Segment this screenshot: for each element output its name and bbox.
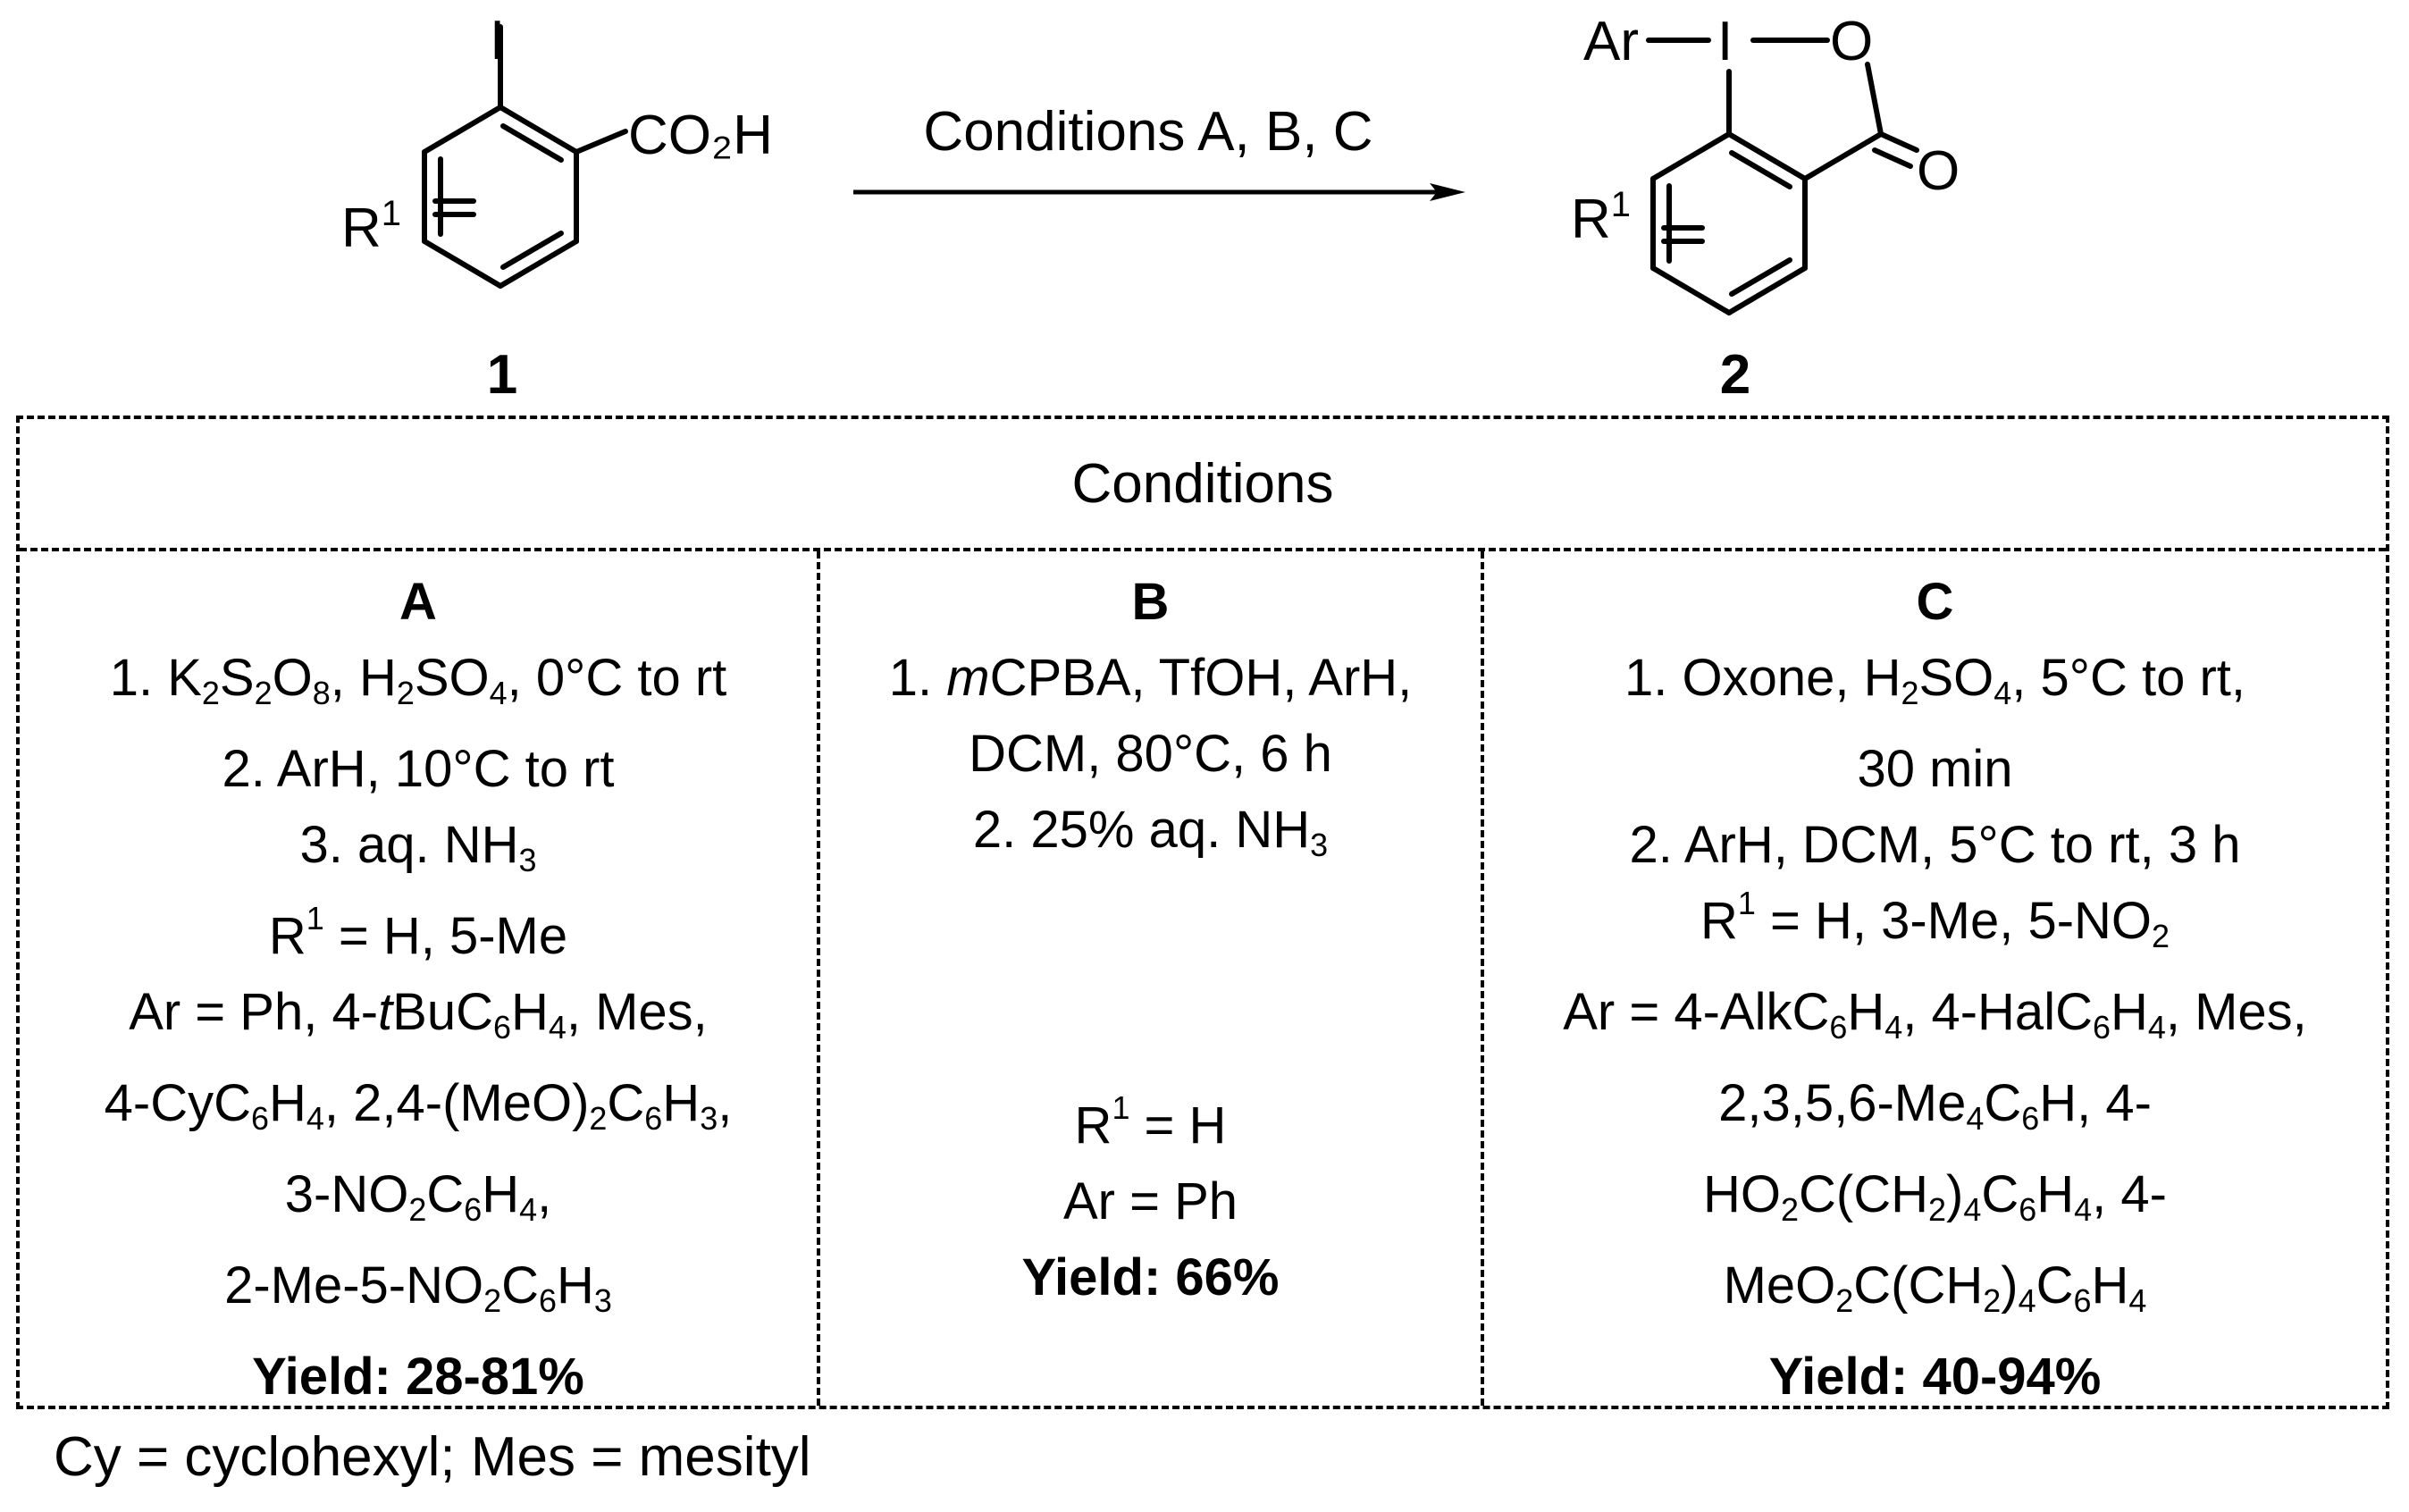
condition-line: R1 = H, 5-Me [268, 900, 568, 966]
condition-line: 2. 25% aq. NH3 [972, 801, 1329, 864]
condition-line: HO2C(CH2)4C6H4, 4- [1703, 1165, 2167, 1229]
condition-line: R1 = H [1074, 1089, 1227, 1155]
reactant-structure [422, 24, 628, 289]
conditions-column-b: B 1. mCPBA, TfOH, ArH, DCM, 80°C, 6 h 2. 2… [820, 551, 1484, 1406]
arrow-conditions-label: Conditions A, B, C [923, 101, 1372, 163]
conditions-table: Conditions A 1. K2S2O8, H2SO4, 0°C to rt… [16, 416, 2389, 1409]
condition-line: 30 min [1857, 740, 2013, 799]
condition-line: MeO2C(CH2)4C6H4 [1723, 1256, 2147, 1320]
condition-line: R1 = H, 3-Me, 5-NO2 [1700, 885, 2170, 955]
product-iodo-label: I [1717, 11, 1733, 72]
column-a-yield: Yield: 28-81% [252, 1348, 584, 1407]
column-c-yield: Yield: 40-94% [1768, 1348, 2102, 1407]
column-b-lines: 1. mCPBA, TfOH, ArH, DCM, 80°C, 6 h 2. 25%… [820, 640, 1481, 883]
condition-line: Ar = 4-AlkC6H4, 4-HalC6H4, Mes, [1563, 983, 2307, 1046]
column-a-title: A [399, 573, 437, 631]
condition-line: 1. mCPBA, TfOH, ArH, [888, 649, 1413, 707]
reactant-iodo-label: I [490, 10, 505, 71]
product-number: 2 [1720, 344, 1750, 406]
condition-line: 1. K2S2O8, H2SO4, 0°C to rt [109, 649, 727, 712]
condition-line: 3-NO2C6H4, [284, 1165, 552, 1229]
reaction-scheme: I CO₂H R1 1 Conditions A, B, C Ar I O O … [341, 10, 1960, 406]
footnote: Cy = cyclohexyl; Mes = mesityl [54, 1426, 811, 1488]
reactant-acid-label: CO₂H [628, 105, 773, 166]
column-c-lines: 1. Oxone, H2SO4, 5°C to rt, 30 min 2. ArH,… [1484, 640, 2386, 1339]
condition-line: DCM, 80°C, 6 h [969, 725, 1332, 783]
reactant-substituent-label: R1 [341, 194, 401, 259]
conditions-header: Conditions [20, 419, 2386, 551]
condition-line: 1. Oxone, H2SO4, 5°C to rt, [1624, 649, 2245, 712]
condition-line: 3. aq. NH3 [299, 816, 537, 879]
column-c-title: C [1916, 573, 1954, 631]
condition-line: 4-CyC6H4, 2,4-(MeO)2C6H3, [104, 1074, 733, 1138]
reaction-arrow [853, 183, 1465, 201]
product-substituent-label: R1 [1571, 185, 1631, 250]
product-structure [1646, 38, 1919, 315]
condition-line: 2. ArH, DCM, 5°C to rt, 3 h [1629, 816, 2241, 875]
conditions-column-a: A 1. K2S2O8, H2SO4, 0°C to rt 2. ArH, 10°… [20, 551, 820, 1406]
condition-line: Ar = Ph, 4-tBuC6H4, Mes, [129, 983, 708, 1046]
column-b-bottom-lines: R1 = H Ar = Ph [820, 1088, 1481, 1239]
condition-line: 2. ArH, 10°C to rt [222, 740, 615, 799]
condition-line: 2-Me-5-NO2C6H3 [224, 1256, 612, 1320]
column-b-bottom: R1 = H Ar = Ph Yield: 66% [820, 1088, 1481, 1315]
column-b-title: B [1131, 573, 1170, 631]
product-carbonyl-oxygen-label: O [1917, 140, 1960, 202]
product-ring-oxygen-label: O [1830, 11, 1873, 72]
conditions-column-c: C 1. Oxone, H2SO4, 5°C to rt, 30 min 2. Ar… [1484, 551, 2386, 1406]
condition-line: Ar = Ph [1062, 1172, 1238, 1231]
reactant-number: 1 [487, 344, 517, 406]
column-a-lines: 1. K2S2O8, H2SO4, 0°C to rt 2. ArH, 10°C … [20, 640, 817, 1339]
column-b-yield: Yield: 66% [1021, 1248, 1280, 1306]
product-aryl-label: Ar [1583, 11, 1639, 72]
condition-line: 2,3,5,6-Me4C6H, 4- [1718, 1074, 2152, 1138]
